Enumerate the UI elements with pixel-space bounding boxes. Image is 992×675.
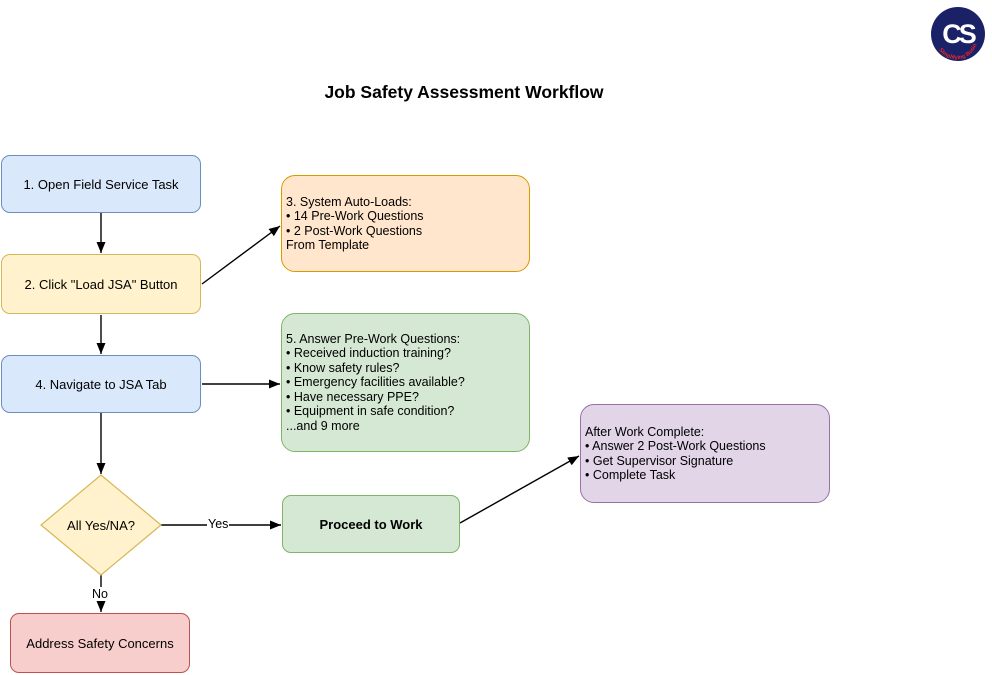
decision-label-text: All Yes/NA? <box>67 517 135 533</box>
node-text: 5. Answer Pre-Work Questions: • Received… <box>286 331 465 433</box>
node-label: Proceed to Work <box>319 516 423 532</box>
node-proceed-to-work: Proceed to Work <box>282 495 460 553</box>
node-text: 3. System Auto-Loads: • 14 Pre-Work Ques… <box>286 194 424 253</box>
edge-proceed-to-after <box>459 455 580 524</box>
edge-label-yes: Yes <box>207 517 230 531</box>
company-logo: CS Simplifying Business <box>929 5 985 61</box>
node-click-load-jsa-button: 2. Click "Load JSA" Button <box>1 254 201 314</box>
node-label: 1. Open Field Service Task <box>23 176 179 192</box>
node-address-safety-concerns: Address Safety Concerns <box>10 613 190 673</box>
decision-all-yes-na: All Yes/NA? <box>41 475 161 575</box>
node-system-auto-loads: 3. System Auto-Loads: • 14 Pre-Work Ques… <box>281 175 530 272</box>
page-title: Job Safety Assessment Workflow <box>324 82 604 102</box>
edge-step2-to-step3 <box>201 225 281 285</box>
node-answer-pre-work-questions: 5. Answer Pre-Work Questions: • Received… <box>281 313 530 452</box>
logo-circle <box>931 7 985 61</box>
decision-diamond <box>40 474 162 576</box>
node-label: 2. Click "Load JSA" Button <box>24 276 178 292</box>
edge-label-no: No <box>91 587 109 601</box>
node-after-work-complete: After Work Complete: • Answer 2 Post-Wor… <box>580 404 830 503</box>
node-navigate-to-jsa-tab: 4. Navigate to JSA Tab <box>1 355 201 413</box>
node-text: After Work Complete: • Answer 2 Post-Wor… <box>585 424 766 483</box>
node-label: 4. Navigate to JSA Tab <box>35 376 167 392</box>
node-label: Address Safety Concerns <box>26 635 174 651</box>
logo-monogram: CS <box>942 19 975 49</box>
node-open-field-service-task: 1. Open Field Service Task <box>1 155 201 213</box>
